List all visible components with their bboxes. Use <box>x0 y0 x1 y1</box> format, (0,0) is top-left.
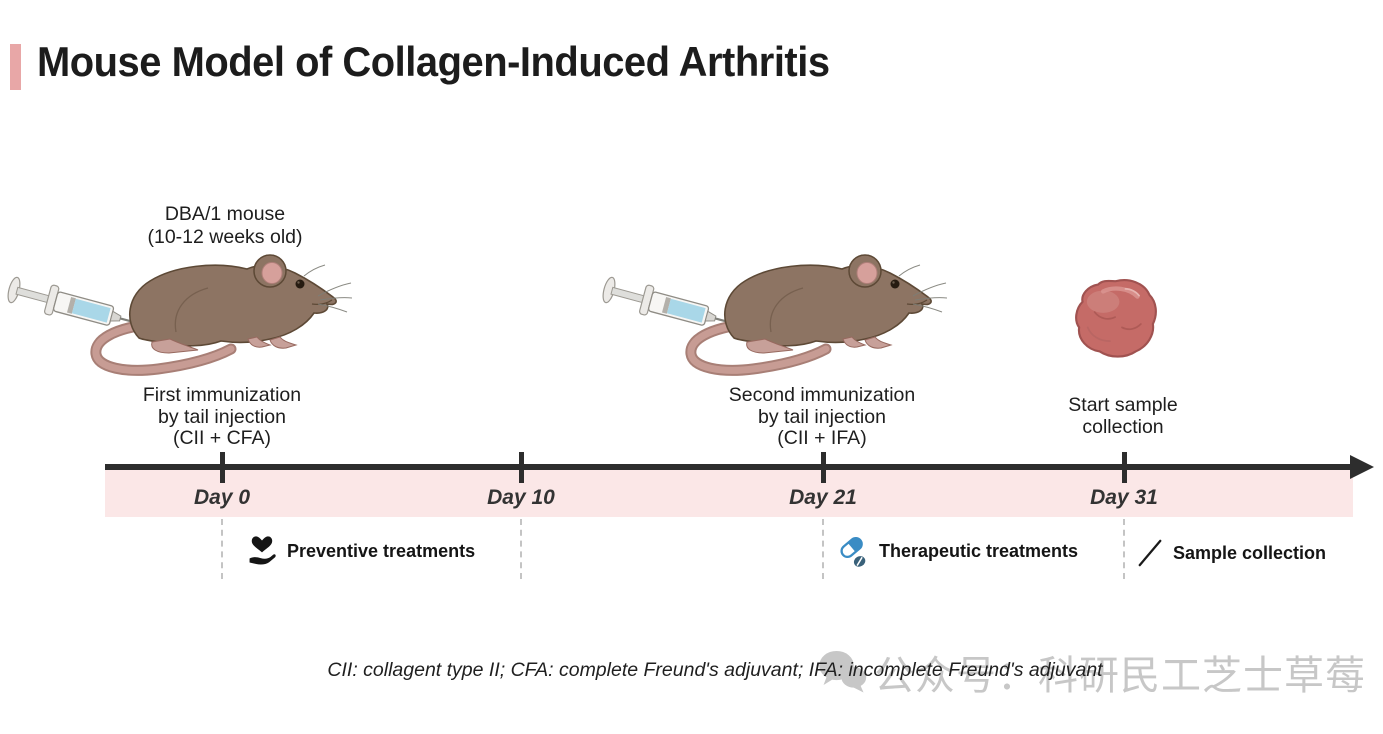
legend-preventive-label: Preventive treatments <box>287 540 476 561</box>
dashed-marker-day21 <box>822 519 824 579</box>
dashed-marker-day0 <box>221 519 223 579</box>
legend-preventive: Preventive treatments <box>246 531 475 571</box>
tissue-sample-icon <box>1068 276 1164 366</box>
mouse1-caption-line1: First immunization <box>142 384 302 406</box>
mouse1-top-label-line2: (10-12 weeks old) <box>147 226 303 248</box>
mouse2-caption: Second immunization by tail injection (C… <box>672 384 972 450</box>
timeline-tick-day21 <box>821 452 826 483</box>
mouse1-caption-line2: by tail injection <box>158 405 286 428</box>
day-label-0: Day 0 <box>193 486 251 509</box>
timeline-band <box>105 470 1353 517</box>
timeline-arrowhead-icon <box>1350 455 1374 479</box>
watermark: 公众号：科研民工芝士草莓 <box>816 643 1366 701</box>
mouse-illustration-first <box>2 252 352 380</box>
mouse1-top-label: DBA/1 mouse (10-12 weeks old) <box>75 203 375 249</box>
mouse1-caption-line3: (CII + CFA) <box>172 427 272 449</box>
timeline-tick-day10 <box>519 452 524 483</box>
mouse-illustration-second <box>597 252 947 380</box>
day-label-21: Day 21 <box>789 486 857 509</box>
pills-icon <box>840 536 866 567</box>
legend-sample: Sample collection <box>1136 533 1326 573</box>
legend-sample-label: Sample collection <box>1173 542 1327 563</box>
day-label-10: Day 10 <box>487 486 555 509</box>
heart-in-hand-icon <box>249 536 276 565</box>
wechat-icon <box>819 650 867 693</box>
mouse1-top-label-line1: DBA/1 mouse <box>164 203 286 225</box>
title-accent-bar <box>10 44 21 90</box>
timeline-tick-day31 <box>1122 452 1127 483</box>
legend-therapeutic: Therapeutic treatments <box>836 531 1078 571</box>
footnote: CII: collagent type II; CFA: complete Fr… <box>327 659 1103 681</box>
mouse2-caption-line3: (CII + IFA) <box>777 427 867 449</box>
page-title: Mouse Model of Collagen-Induced Arthriti… <box>37 38 830 85</box>
legend-therapeutic-label: Therapeutic treatments <box>879 540 1079 561</box>
mouse2-caption-line2: by tail injection <box>758 405 886 428</box>
dashed-marker-day31 <box>1123 519 1125 579</box>
sample-caption-line1: Start sample <box>1068 394 1178 416</box>
day-label-31: Day 31 <box>1090 486 1158 509</box>
dashed-marker-day10 <box>520 519 522 579</box>
sample-caption: Start sample collection <box>973 394 1273 438</box>
mouse2-caption-line1: Second immunization <box>728 384 916 406</box>
mouse1-caption: First immunization by tail injection (CI… <box>72 384 372 450</box>
sample-caption-line2: collection <box>1082 415 1164 438</box>
timeline-arrow <box>105 464 1353 470</box>
watermark-text: 公众号：科研民工芝士草莓 <box>874 654 1366 698</box>
timeline-tick-day0 <box>220 452 225 483</box>
scalpel-icon <box>1138 539 1162 567</box>
